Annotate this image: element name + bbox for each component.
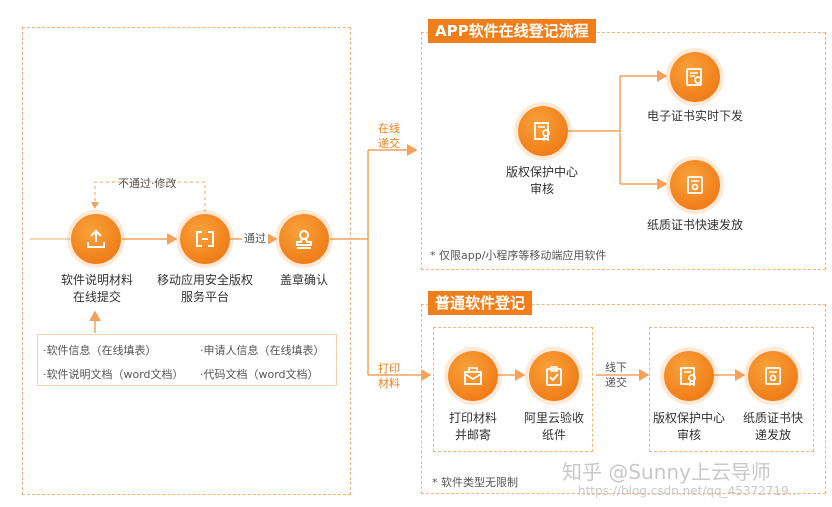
normal-section-frame — [421, 304, 826, 494]
online-section-frame — [421, 32, 826, 270]
submit-label: 软件说明材料 在线提交 — [52, 272, 142, 306]
online-note: * 仅限app/小程序等移动端应用软件 — [430, 249, 607, 262]
offline-submit-label: 线下 递交 — [601, 360, 631, 390]
normal-issue-line2: 递发放 — [754, 428, 791, 442]
electronic-cert-label: 电子证书实时下发 — [646, 109, 743, 123]
print-materials-line2: 材料 — [378, 377, 400, 390]
left-process-frame — [22, 27, 351, 495]
paper-certificate-icon — [765, 367, 781, 385]
csdn-watermark: https://blog.csdn.net/qq_45372719... — [578, 484, 801, 498]
print-mail-line1: 打印材料 — [448, 411, 497, 425]
online-review-node — [518, 106, 568, 156]
submit-label-line2: 在线提交 — [72, 290, 121, 304]
online-submit-label: 在线 递交 — [374, 121, 404, 151]
normal-note: * 软件类型无限制 — [432, 476, 518, 489]
certificate-icon — [680, 367, 696, 387]
paper-certificate-icon — [687, 176, 703, 194]
normal-issue-label: 纸质证书快 递发放 — [733, 410, 813, 444]
offline-subframe — [649, 327, 814, 452]
offline-submit-line2: 递交 — [605, 376, 627, 389]
mail-subframe — [433, 327, 593, 452]
receive-line1: 阿里云验收 — [523, 411, 584, 425]
materials-item-software-doc: ·软件说明文档（word文档） — [43, 368, 184, 381]
stamp-icon — [296, 230, 312, 249]
print-materials-line1: 打印 — [378, 362, 400, 375]
reject-label: 不通过·修改 — [118, 177, 177, 190]
receive-node — [529, 351, 579, 401]
certificate-icon — [534, 122, 550, 142]
paper-cert-node — [670, 160, 720, 210]
stamp-label: 盖章确认 — [279, 273, 328, 287]
pass-label: 通过 — [242, 231, 268, 246]
upload-icon — [87, 229, 105, 248]
normal-issue-node — [748, 351, 798, 401]
online-review-line1: 版权保护中心 — [505, 165, 578, 179]
platform-label-line2: 服务平台 — [180, 290, 229, 304]
submit-node — [71, 214, 121, 264]
materials-item-code-doc: ·代码文档（word文档） — [200, 368, 319, 381]
materials-item-software-info: ·软件信息（在线填表） — [43, 344, 157, 357]
bracket-icon — [196, 231, 214, 247]
print-mail-label: 打印材料 并邮寄 — [438, 410, 508, 444]
online-submit-line1: 在线 — [378, 122, 400, 135]
online-section-header: APP软件在线登记流程 — [428, 19, 596, 43]
mail-icon — [464, 367, 482, 385]
materials-box — [37, 334, 337, 386]
offline-submit-line1: 线下 — [605, 361, 627, 374]
normal-review-label: 版权保护中心 审核 — [644, 410, 734, 444]
normal-section-header: 普通软件登记 — [428, 291, 533, 315]
materials-item-applicant-info: ·申请人信息（在线填表） — [200, 344, 325, 357]
normal-review-node — [664, 351, 714, 401]
stamp-node — [279, 214, 329, 264]
receive-label: 阿里云验收 纸件 — [514, 410, 594, 444]
platform-label: 移动应用安全版权 服务平台 — [150, 272, 260, 306]
platform-node — [180, 214, 230, 264]
normal-review-line2: 审核 — [676, 428, 701, 442]
clipboard-check-icon — [546, 366, 562, 386]
normal-issue-line1: 纸质证书快 — [742, 411, 803, 425]
normal-review-line1: 版权保护中心 — [652, 411, 725, 425]
electronic-cert-node — [670, 52, 720, 102]
online-review-label: 版权保护中心 审核 — [497, 164, 587, 198]
print-mail-node — [448, 351, 498, 401]
submit-label-line1: 软件说明材料 — [60, 273, 133, 287]
print-materials-label: 打印 材料 — [374, 361, 404, 391]
certificate-icon — [686, 68, 702, 86]
zhihu-watermark: 知乎 @Sunny上云导师 — [562, 460, 771, 484]
online-review-line2: 审核 — [529, 182, 554, 196]
print-mail-line2: 并邮寄 — [454, 428, 491, 442]
platform-label-line1: 移动应用安全版权 — [156, 273, 253, 287]
paper-cert-label: 纸质证书快速发放 — [646, 218, 743, 232]
online-submit-line2: 递交 — [378, 137, 400, 150]
receive-line2: 纸件 — [541, 428, 566, 442]
